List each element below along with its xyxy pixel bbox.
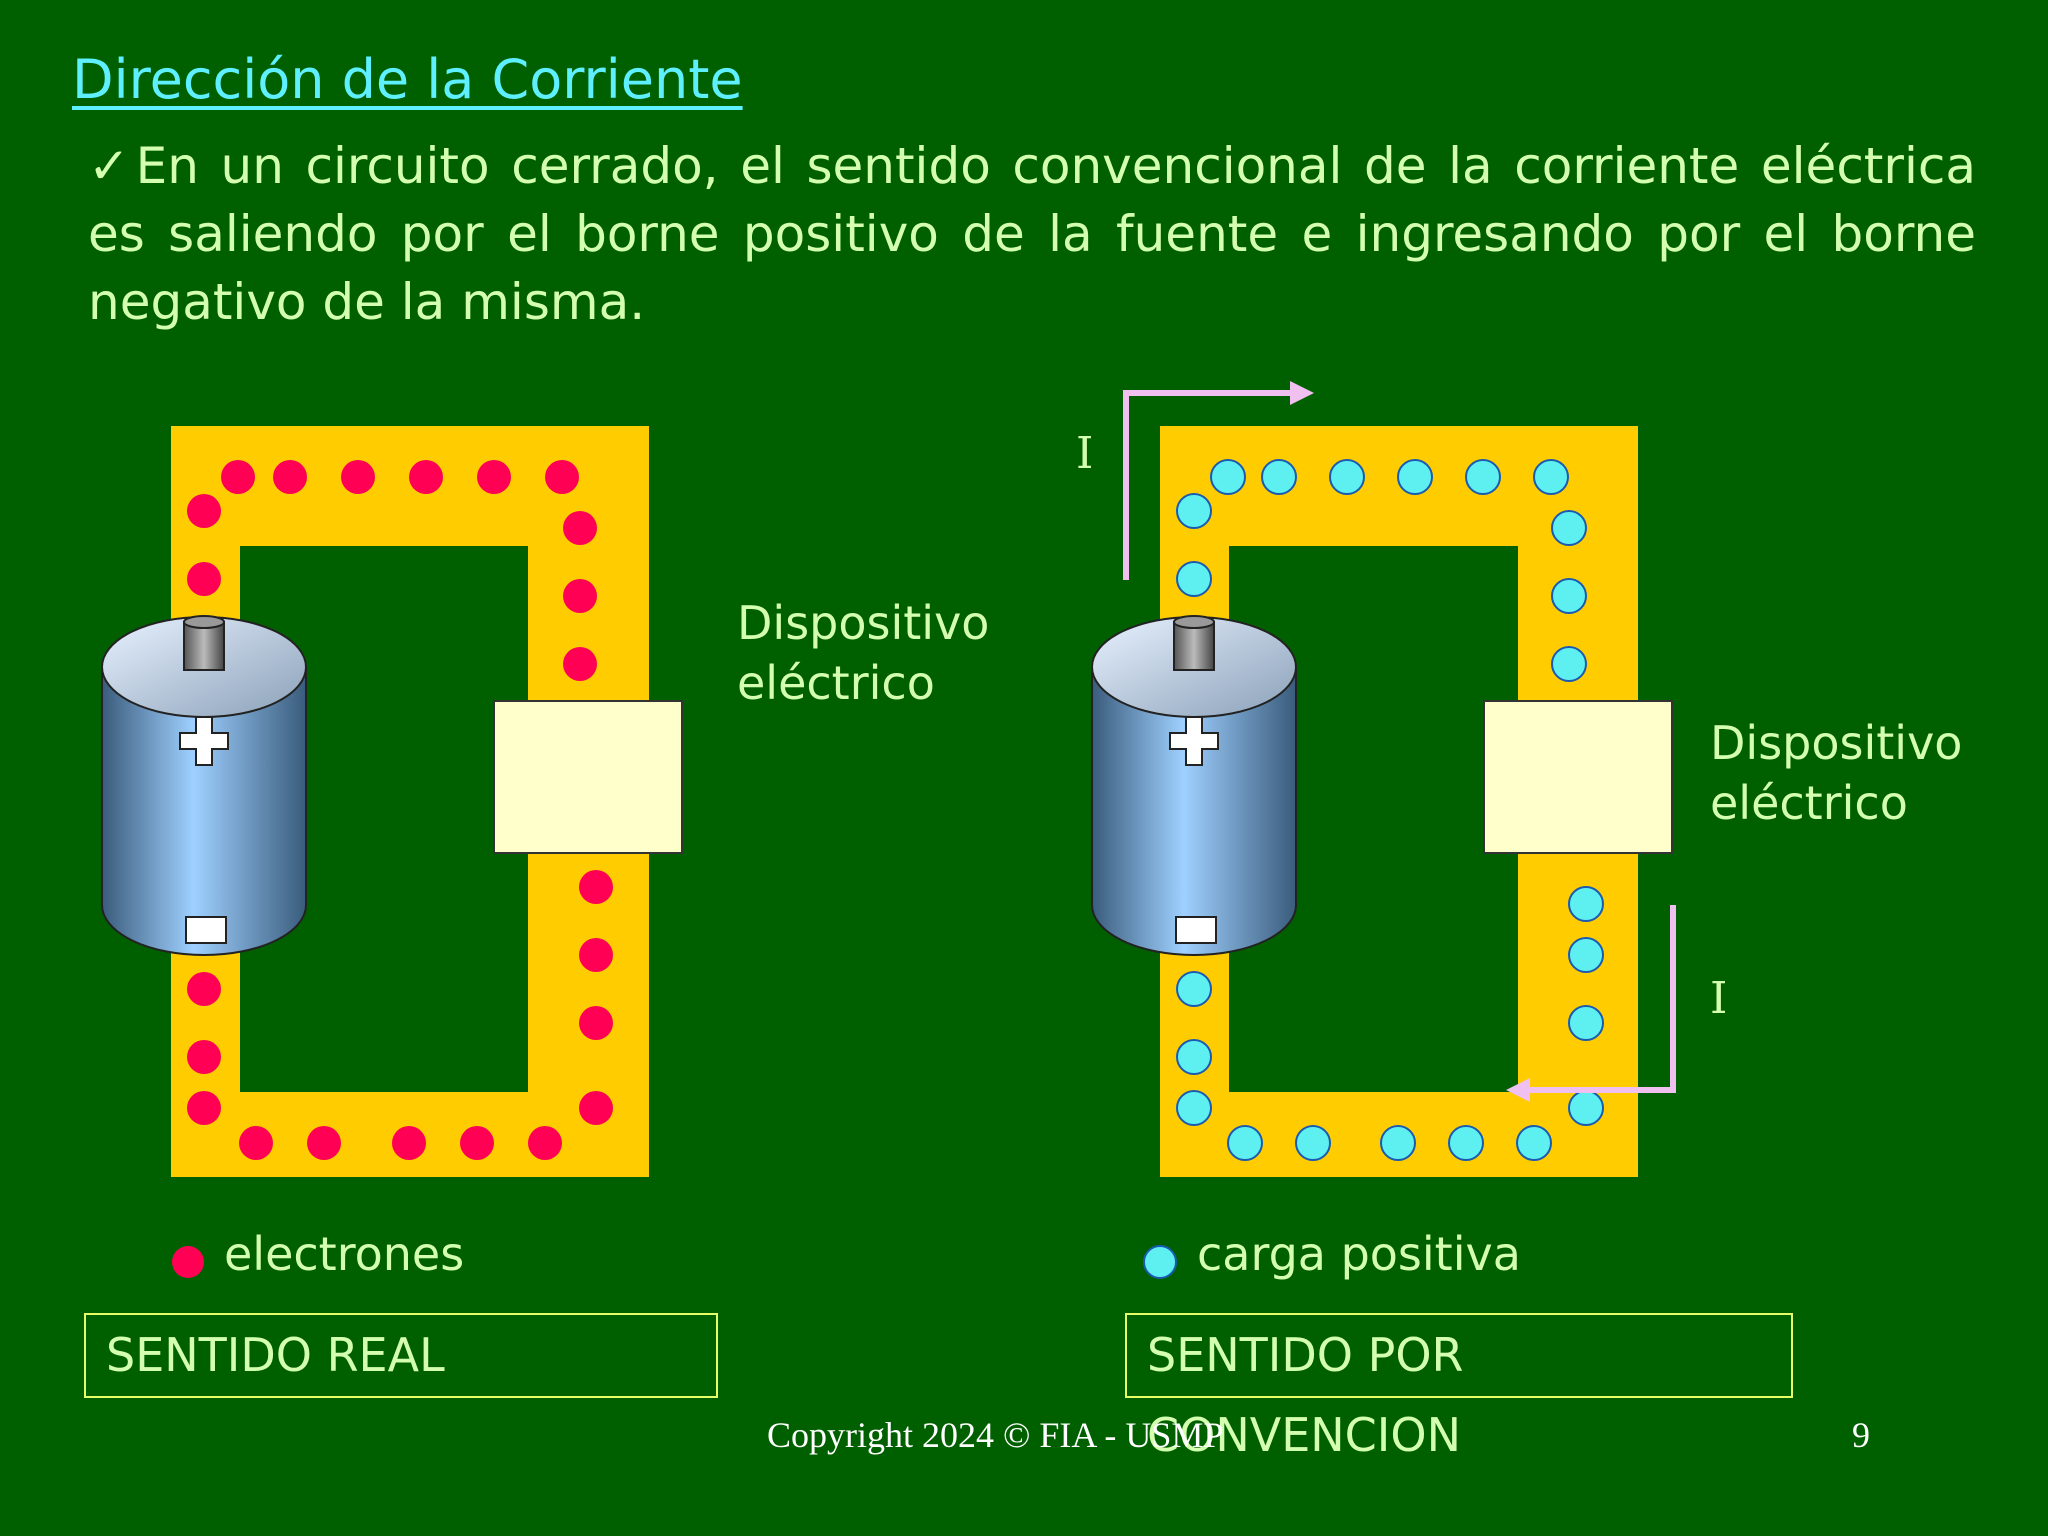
left-battery-terminal-cap: [183, 615, 225, 629]
current-arrow-bottom: [1506, 905, 1676, 1102]
positive-charge-dot: [1551, 510, 1587, 546]
right-battery: [1091, 615, 1297, 956]
left-battery-terminal: [183, 621, 225, 671]
positive-charge-dot: [1448, 1125, 1484, 1161]
electron-dot: [528, 1126, 562, 1160]
left-battery-body: [101, 666, 307, 956]
minus-icon: [185, 916, 227, 944]
electron-dot: [392, 1126, 426, 1160]
positive-charge-dot: [1568, 1090, 1604, 1126]
positive-charge-dot: [1176, 971, 1212, 1007]
positive-charge-dot: [1551, 578, 1587, 614]
right-wire-loop: [1160, 426, 1638, 1177]
copyright-footer: Copyright 2024 © FIA - USMP: [767, 1415, 1224, 1455]
electron-dot: [563, 579, 597, 613]
electron-dot: [307, 1126, 341, 1160]
electron-dot: [579, 1091, 613, 1125]
positive-charge-dot: [1176, 493, 1212, 529]
positive-charge-dot: [1329, 459, 1365, 495]
positive-charge-dot: [1533, 459, 1569, 495]
current-label-bottom: I: [1710, 973, 1728, 1024]
positive-charge-dot: [1227, 1125, 1263, 1161]
left-wire-loop: [171, 426, 649, 1177]
electron-dot: [187, 494, 221, 528]
positive-charge-dot: [1568, 1005, 1604, 1041]
right-device-label-line1: Dispositivo: [1710, 716, 1963, 770]
electron-dot: [273, 460, 307, 494]
arrow-head-left-icon: [1506, 1078, 1530, 1102]
left-battery: [101, 615, 307, 956]
positive-charge-dot: [1210, 459, 1246, 495]
checkmark-icon: ✓: [88, 137, 136, 195]
right-device-label: Dispositivo eléctrico: [1710, 713, 1962, 833]
positive-charge-dot: [1295, 1125, 1331, 1161]
page-number: 9: [1852, 1415, 1870, 1455]
right-circuit: [1091, 381, 1676, 1177]
left-device-label-line1: Dispositivo: [737, 596, 990, 650]
electron-dot: [579, 1006, 613, 1040]
positive-charge-legend-icon: [1143, 1245, 1177, 1279]
bullet-text: En un circuito cerrado, el sentido conve…: [88, 137, 1976, 331]
electron-dot: [187, 562, 221, 596]
right-positive-charges: [1176, 459, 1604, 1161]
right-battery-terminal-cap: [1173, 615, 1215, 629]
electron-dot: [563, 511, 597, 545]
electron-dot: [221, 460, 255, 494]
right-device-box: [1483, 700, 1673, 854]
sentido-convencion-box: SENTIDO POR CONVENCION: [1125, 1313, 1793, 1462]
electron-dot: [409, 460, 443, 494]
electron-dot: [563, 647, 597, 681]
current-label-top: I: [1076, 428, 1094, 479]
minus-icon: [1175, 916, 1217, 944]
electron-dot: [341, 460, 375, 494]
left-device-label-line2: eléctrico: [737, 656, 935, 710]
right-battery-body: [1091, 666, 1297, 956]
current-arrow-top: [1123, 381, 1314, 580]
electron-dot: [579, 938, 613, 972]
left-circuit: [101, 426, 683, 1177]
electron-dot: [579, 870, 613, 904]
electron-dot: [477, 460, 511, 494]
plus-icon: [179, 716, 229, 766]
positive-charge-dot: [1380, 1125, 1416, 1161]
electron-legend-icon: [172, 1246, 204, 1278]
positive-charge-dot: [1551, 646, 1587, 682]
left-electrons: [187, 460, 613, 1160]
electron-legend-label: electrones: [224, 1227, 465, 1281]
positive-charge-dot: [1516, 1125, 1552, 1161]
sentido-real-box: SENTIDO REAL: [84, 1313, 718, 1398]
positive-charge-legend-label: carga positiva: [1197, 1227, 1521, 1281]
right-battery-terminal: [1173, 621, 1215, 671]
electron-dot: [187, 1040, 221, 1074]
electron-dot: [187, 972, 221, 1006]
electron-dot: [460, 1126, 494, 1160]
plus-icon: [1169, 716, 1219, 766]
positive-charge-dot: [1176, 1090, 1212, 1126]
electron-dot: [545, 460, 579, 494]
positive-charge-dot: [1176, 561, 1212, 597]
arrow-head-right-icon: [1290, 381, 1314, 405]
left-device-box: [493, 700, 683, 854]
positive-charge-dot: [1568, 886, 1604, 922]
positive-charge-dot: [1465, 459, 1501, 495]
positive-charge-dot: [1176, 1039, 1212, 1075]
positive-charge-dot: [1397, 459, 1433, 495]
right-device-label-line2: eléctrico: [1710, 776, 1908, 830]
bullet-paragraph: ✓En un circuito cerrado, el sentido conv…: [88, 132, 1976, 336]
left-device-label: Dispositivo eléctrico: [737, 593, 989, 713]
electron-dot: [187, 1091, 221, 1125]
positive-charge-dot: [1261, 459, 1297, 495]
positive-charge-dot: [1568, 937, 1604, 973]
slide-title: Dirección de la Corriente: [72, 48, 743, 111]
electron-dot: [239, 1126, 273, 1160]
